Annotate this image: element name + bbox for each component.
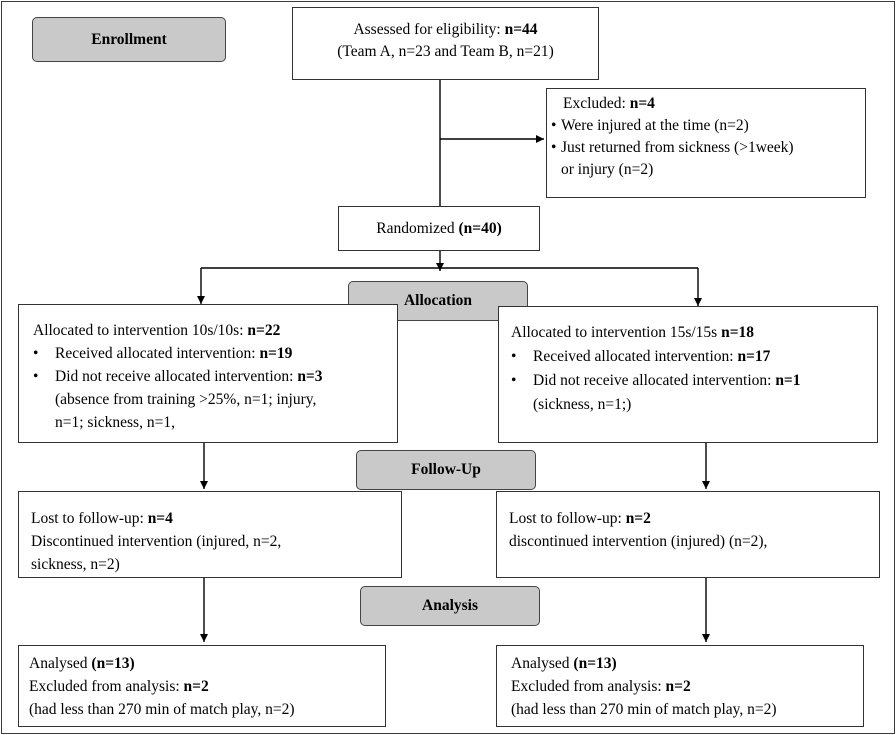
randomized-label: Randomized (n=40) <box>376 220 502 237</box>
assessed-line1: Assessed for eligibility: n=44 <box>353 21 538 38</box>
stage-allocation: Allocation <box>348 281 528 321</box>
stage-enrollment-label: Enrollment <box>91 30 167 48</box>
bullet-icon: • <box>551 139 557 156</box>
followup-right-box: Lost to follow-up: n=2 discontinued inte… <box>496 491 880 578</box>
excluded-bullet-2: •Just returned from sickness (>1week) <box>551 137 865 159</box>
analysis-left-box: Analysed (n=13) Excluded from analysis: … <box>18 645 386 727</box>
assessed-line2: (Team A, n=23 and Team B, n=21) <box>337 43 554 60</box>
excluded-box: Excluded: n=4 •Were injured at the time … <box>546 88 866 198</box>
bullet-icon: • <box>511 372 517 389</box>
follow-right-lost: Lost to follow-up: n=2 <box>509 510 651 527</box>
follow-left-line3: sickness, n=2) <box>31 556 120 573</box>
analysis-right-excluded: Excluded from analysis: n=2 <box>511 678 691 695</box>
stage-analysis-label: Analysis <box>422 597 478 614</box>
alloc-right-received: •Received allocated intervention: n=17 <box>511 345 877 369</box>
analysis-right-analysed: Analysed (n=13) <box>511 655 617 672</box>
allocation-left-box: Allocated to intervention 10s/10s: n=22 … <box>18 304 398 443</box>
analysis-left-line3: (had less than 270 min of match play, n=… <box>29 701 295 718</box>
stage-enrollment: Enrollment <box>32 17 226 62</box>
follow-right-line2: discontinued intervention (injured) (n=2… <box>509 533 768 550</box>
stage-followup: Follow-Up <box>356 450 536 490</box>
followup-left-box: Lost to follow-up: n=4 Discontinued inte… <box>18 491 402 578</box>
follow-left-line2: Discontinued intervention (injured, n=2, <box>31 533 282 550</box>
follow-left-lost: Lost to follow-up: n=4 <box>31 510 173 527</box>
alloc-right-not-received: •Did not receive allocated intervention:… <box>511 369 877 393</box>
alloc-right-detail-1: (sickness, n=1;) <box>533 396 632 413</box>
analysis-left-excluded: Excluded from analysis: n=2 <box>29 678 209 695</box>
alloc-left-title: Allocated to intervention 10s/10s: n=22 <box>33 322 281 339</box>
analysis-right-line3: (had less than 270 min of match play, n=… <box>511 701 777 718</box>
alloc-right-title: Allocated to intervention 15s/15s n=18 <box>511 324 755 341</box>
stage-analysis: Analysis <box>360 586 540 626</box>
bullet-icon: • <box>33 368 39 385</box>
randomized-box: Randomized (n=40) <box>338 206 540 251</box>
excluded-title: Excluded: n=4 <box>563 95 655 112</box>
stage-followup-label: Follow-Up <box>411 461 481 478</box>
bullet-icon: • <box>551 117 557 134</box>
alloc-left-not-received: •Did not receive allocated intervention:… <box>33 365 397 388</box>
bullet-icon: • <box>33 345 39 362</box>
allocation-right-box: Allocated to intervention 15s/15s n=18 •… <box>498 306 878 443</box>
excluded-bullet-2-cont: or injury (n=2) <box>561 161 654 178</box>
alloc-left-detail-2: n=1; sickness, n=1, <box>55 414 175 431</box>
analysis-right-box: Analysed (n=13) Excluded from analysis: … <box>496 645 864 727</box>
assessed-box: Assessed for eligibility: n=44 (Team A, … <box>292 7 599 80</box>
analysis-left-analysed: Analysed (n=13) <box>29 655 135 672</box>
alloc-left-received: •Received allocated intervention: n=19 <box>33 342 397 365</box>
stage-allocation-label: Allocation <box>403 292 473 309</box>
excluded-bullet-1: •Were injured at the time (n=2) <box>551 115 865 137</box>
bullet-icon: • <box>511 348 517 365</box>
alloc-left-detail-1: (absence from training >25%, n=1; injury… <box>55 391 317 408</box>
